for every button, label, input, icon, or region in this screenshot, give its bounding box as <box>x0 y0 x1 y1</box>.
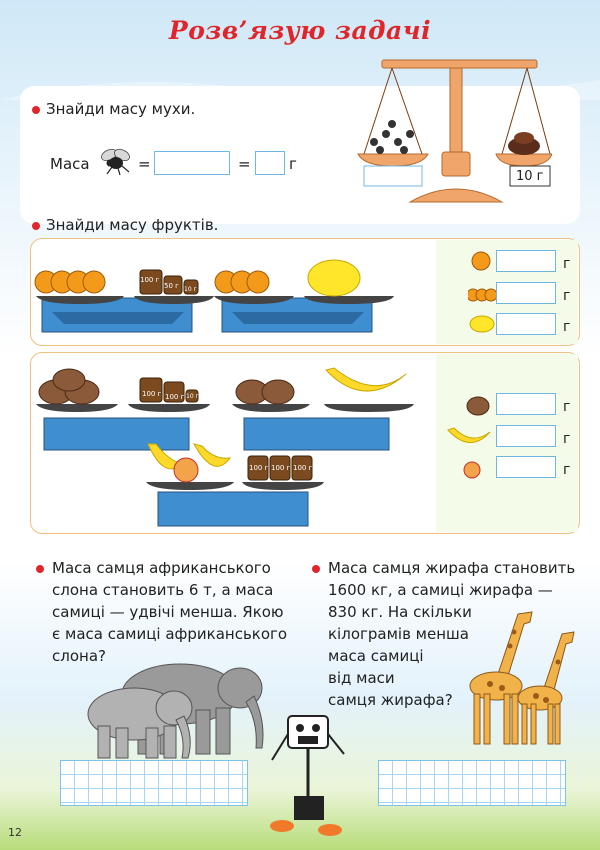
unit-label: г <box>563 399 571 415</box>
bullet-icon <box>36 565 44 573</box>
weight-label: 100 г <box>140 276 160 284</box>
fly-mass-label: Маса <box>50 155 90 173</box>
fruit-icons-1 <box>468 251 496 333</box>
scales-row-2 <box>36 367 414 527</box>
unit-label: г <box>563 319 571 335</box>
scale-weight-label: 10 г <box>516 169 544 184</box>
apricot-answer-box[interactable] <box>496 250 556 272</box>
elephants-illustration <box>87 663 264 759</box>
scales-row-1 <box>34 259 394 333</box>
unit-label: г <box>563 288 571 304</box>
page-number: 12 <box>8 826 22 839</box>
fly-answer-box-2[interactable] <box>255 151 285 175</box>
page-title: Розв’язую задачі <box>168 16 432 45</box>
weight-label: 10 г <box>186 393 199 400</box>
balance-scale-illustration <box>357 59 552 203</box>
unit-label: г <box>563 431 571 447</box>
giraffe-task-text: Маса самця жирафа становить 1600 кг, а с… <box>328 559 576 709</box>
elephant-task-text: Маса самця африканського слона становить… <box>52 559 288 665</box>
weight-label: 100 г <box>142 390 162 398</box>
weight-label: 100 г <box>293 464 313 472</box>
elephant-answer-grid[interactable] <box>60 760 248 806</box>
giraffe-answer-grid[interactable] <box>378 760 566 806</box>
weight-label: 100 г <box>249 464 269 472</box>
fly-answer-box-1[interactable] <box>154 151 230 175</box>
weight-label: 50 г <box>164 282 179 290</box>
fruit-icons-2 <box>447 396 491 479</box>
weight-label: 100 г <box>165 393 185 401</box>
fly-icon <box>101 148 130 176</box>
bullet-icon <box>312 565 320 573</box>
banana-answer-box[interactable] <box>496 425 556 447</box>
bullet-icon <box>32 221 40 230</box>
unit-label: г <box>563 462 571 478</box>
weight-label: 10 г <box>184 286 197 293</box>
equals-sign: = <box>238 155 251 173</box>
weight-label: 100 г <box>271 464 291 472</box>
unit-label: г <box>289 155 297 173</box>
lemon-answer-box[interactable] <box>496 313 556 335</box>
apricots-answer-box[interactable] <box>496 282 556 304</box>
scale-mascot-illustration <box>270 715 345 836</box>
peach-answer-box[interactable] <box>496 456 556 478</box>
equals-sign: = <box>138 155 151 173</box>
unit-label: г <box>563 256 571 272</box>
fly-task-prompt: Знайди масу мухи. <box>32 100 195 118</box>
giraffes-illustration <box>469 611 575 745</box>
bullet-icon <box>32 105 40 114</box>
coconut-answer-box[interactable] <box>496 393 556 415</box>
fruits-task-prompt: Знайди масу фруктів. <box>32 216 218 234</box>
